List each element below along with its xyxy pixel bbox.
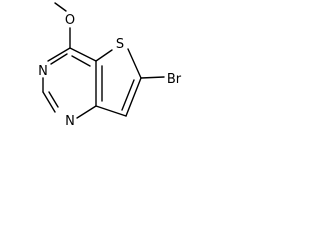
bond-c6-c7	[125, 77, 142, 117]
bond-c3a-s	[95, 49, 113, 62]
atom-nitrogen-top: N	[38, 64, 48, 79]
bond-c2-n1	[42, 91, 56, 113]
structure-diagram: O S N N Br	[38, 2, 182, 129]
atom-nitrogen-bottom: N	[65, 114, 75, 129]
atom-sulfur: S	[116, 37, 124, 52]
bond-c4-n3	[47, 47, 71, 62]
atom-bromine: Br	[167, 72, 182, 87]
bond-methyl-oxygen	[54, 2, 67, 12]
bond-c4-n3-inner	[50, 53, 68, 65]
bond-c6-c7-inner	[121, 79, 135, 111]
bond-c7-c7a	[95, 105, 127, 117]
bond-c6-bromine	[140, 76, 165, 79]
bond-c2-n1-inner	[48, 91, 59, 108]
bond-n1-c7a	[76, 105, 97, 119]
bond-s-c6	[127, 48, 142, 79]
bond-c3a-c4	[69, 47, 97, 62]
atom-oxygen: O	[65, 13, 75, 28]
bond-c3a-c4-inner	[71, 55, 91, 67]
